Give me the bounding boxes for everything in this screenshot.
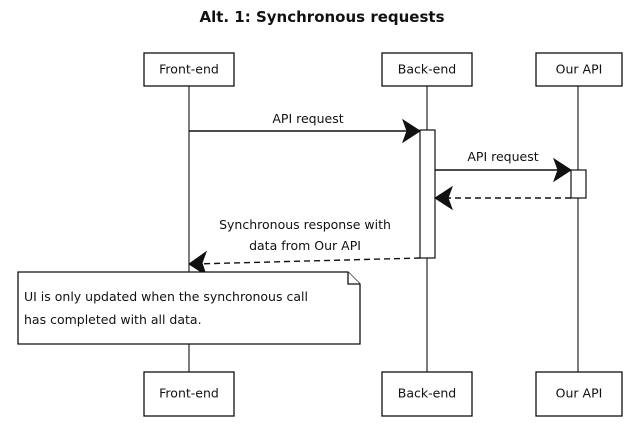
- frontend-actor-bottom-label: Front-end: [159, 386, 219, 401]
- note-line-2: has completed with all data.: [24, 312, 202, 327]
- message-backend-to-api: API request: [435, 149, 572, 183]
- arrowhead-left-icon: [434, 185, 453, 211]
- message-frontend-to-backend: API request: [189, 111, 421, 144]
- frontend-actor-top: Front-end: [143, 52, 235, 87]
- response-label-line-1: Synchronous response with: [219, 217, 391, 232]
- note-box: UI is only updated when the synchronous …: [17, 271, 361, 345]
- arrowhead-right-icon: [402, 118, 421, 144]
- return-api-to-backend: [434, 185, 571, 211]
- diagram-title: Alt. 1: Synchronous requests: [199, 8, 444, 26]
- api-actor-bottom-label: Our API: [556, 386, 603, 401]
- api-actor-bottom: Our API: [535, 371, 623, 417]
- return-backend-to-frontend: Synchronous response with data from Our …: [188, 217, 421, 277]
- api-activation: [570, 169, 587, 199]
- frontend-actor-top-label: Front-end: [159, 62, 219, 77]
- response-label-line-2: data from Our API: [249, 238, 361, 253]
- arrowhead-right-icon: [553, 157, 572, 183]
- backend-actor-bottom: Back-end: [381, 371, 473, 417]
- arrowhead-left-icon: [188, 250, 208, 277]
- message-frontend-to-backend-label: API request: [272, 111, 343, 126]
- backend-activation: [419, 129, 436, 259]
- backend-actor-bottom-label: Back-end: [398, 386, 456, 401]
- api-actor-top: Our API: [535, 52, 623, 87]
- api-actor-top-label: Our API: [556, 62, 603, 77]
- note-line-1: UI is only updated when the synchronous …: [24, 289, 308, 304]
- backend-actor-top-label: Back-end: [398, 62, 456, 77]
- backend-actor-top: Back-end: [381, 52, 473, 87]
- frontend-actor-bottom: Front-end: [143, 371, 235, 417]
- message-backend-to-api-label: API request: [467, 149, 538, 164]
